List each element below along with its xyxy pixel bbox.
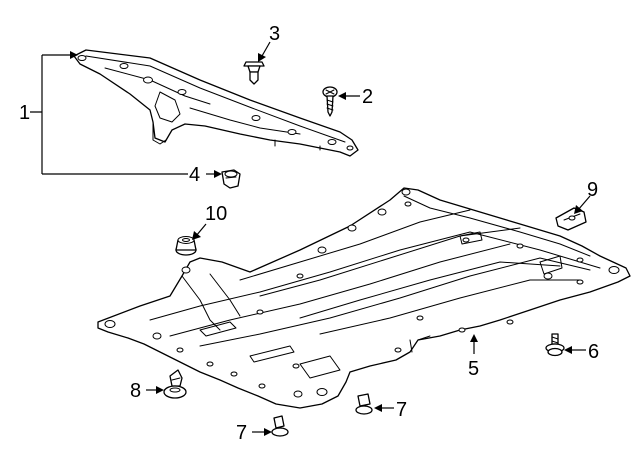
push-clip-part-3 (243, 61, 265, 85)
engine-under-cover (97, 187, 631, 409)
callout-7-lower: 7 (236, 422, 247, 444)
upper-splash-shield (73, 49, 359, 157)
nut-part-4 (221, 169, 241, 189)
callout-9: 9 (587, 179, 598, 201)
callout-6: 6 (588, 341, 599, 363)
callout-4: 4 (189, 164, 200, 186)
plug-part-7-lower (271, 415, 289, 437)
callout-5: 5 (468, 358, 479, 380)
leader-lines (30, 41, 591, 436)
flange-nut-part-10 (175, 236, 197, 256)
screw-part-2 (322, 86, 338, 117)
callout-2: 2 (362, 86, 373, 108)
callout-3: 3 (269, 23, 280, 45)
callout-10: 10 (205, 203, 227, 225)
callout-7-right: 7 (396, 399, 407, 421)
clip-nut-part-9 (555, 207, 587, 231)
bolt-part-6 (545, 333, 565, 357)
callout-1: 1 (19, 102, 30, 124)
callout-8: 8 (130, 380, 141, 402)
push-rivet-part-8 (163, 369, 187, 399)
plug-part-7-right (355, 393, 373, 415)
